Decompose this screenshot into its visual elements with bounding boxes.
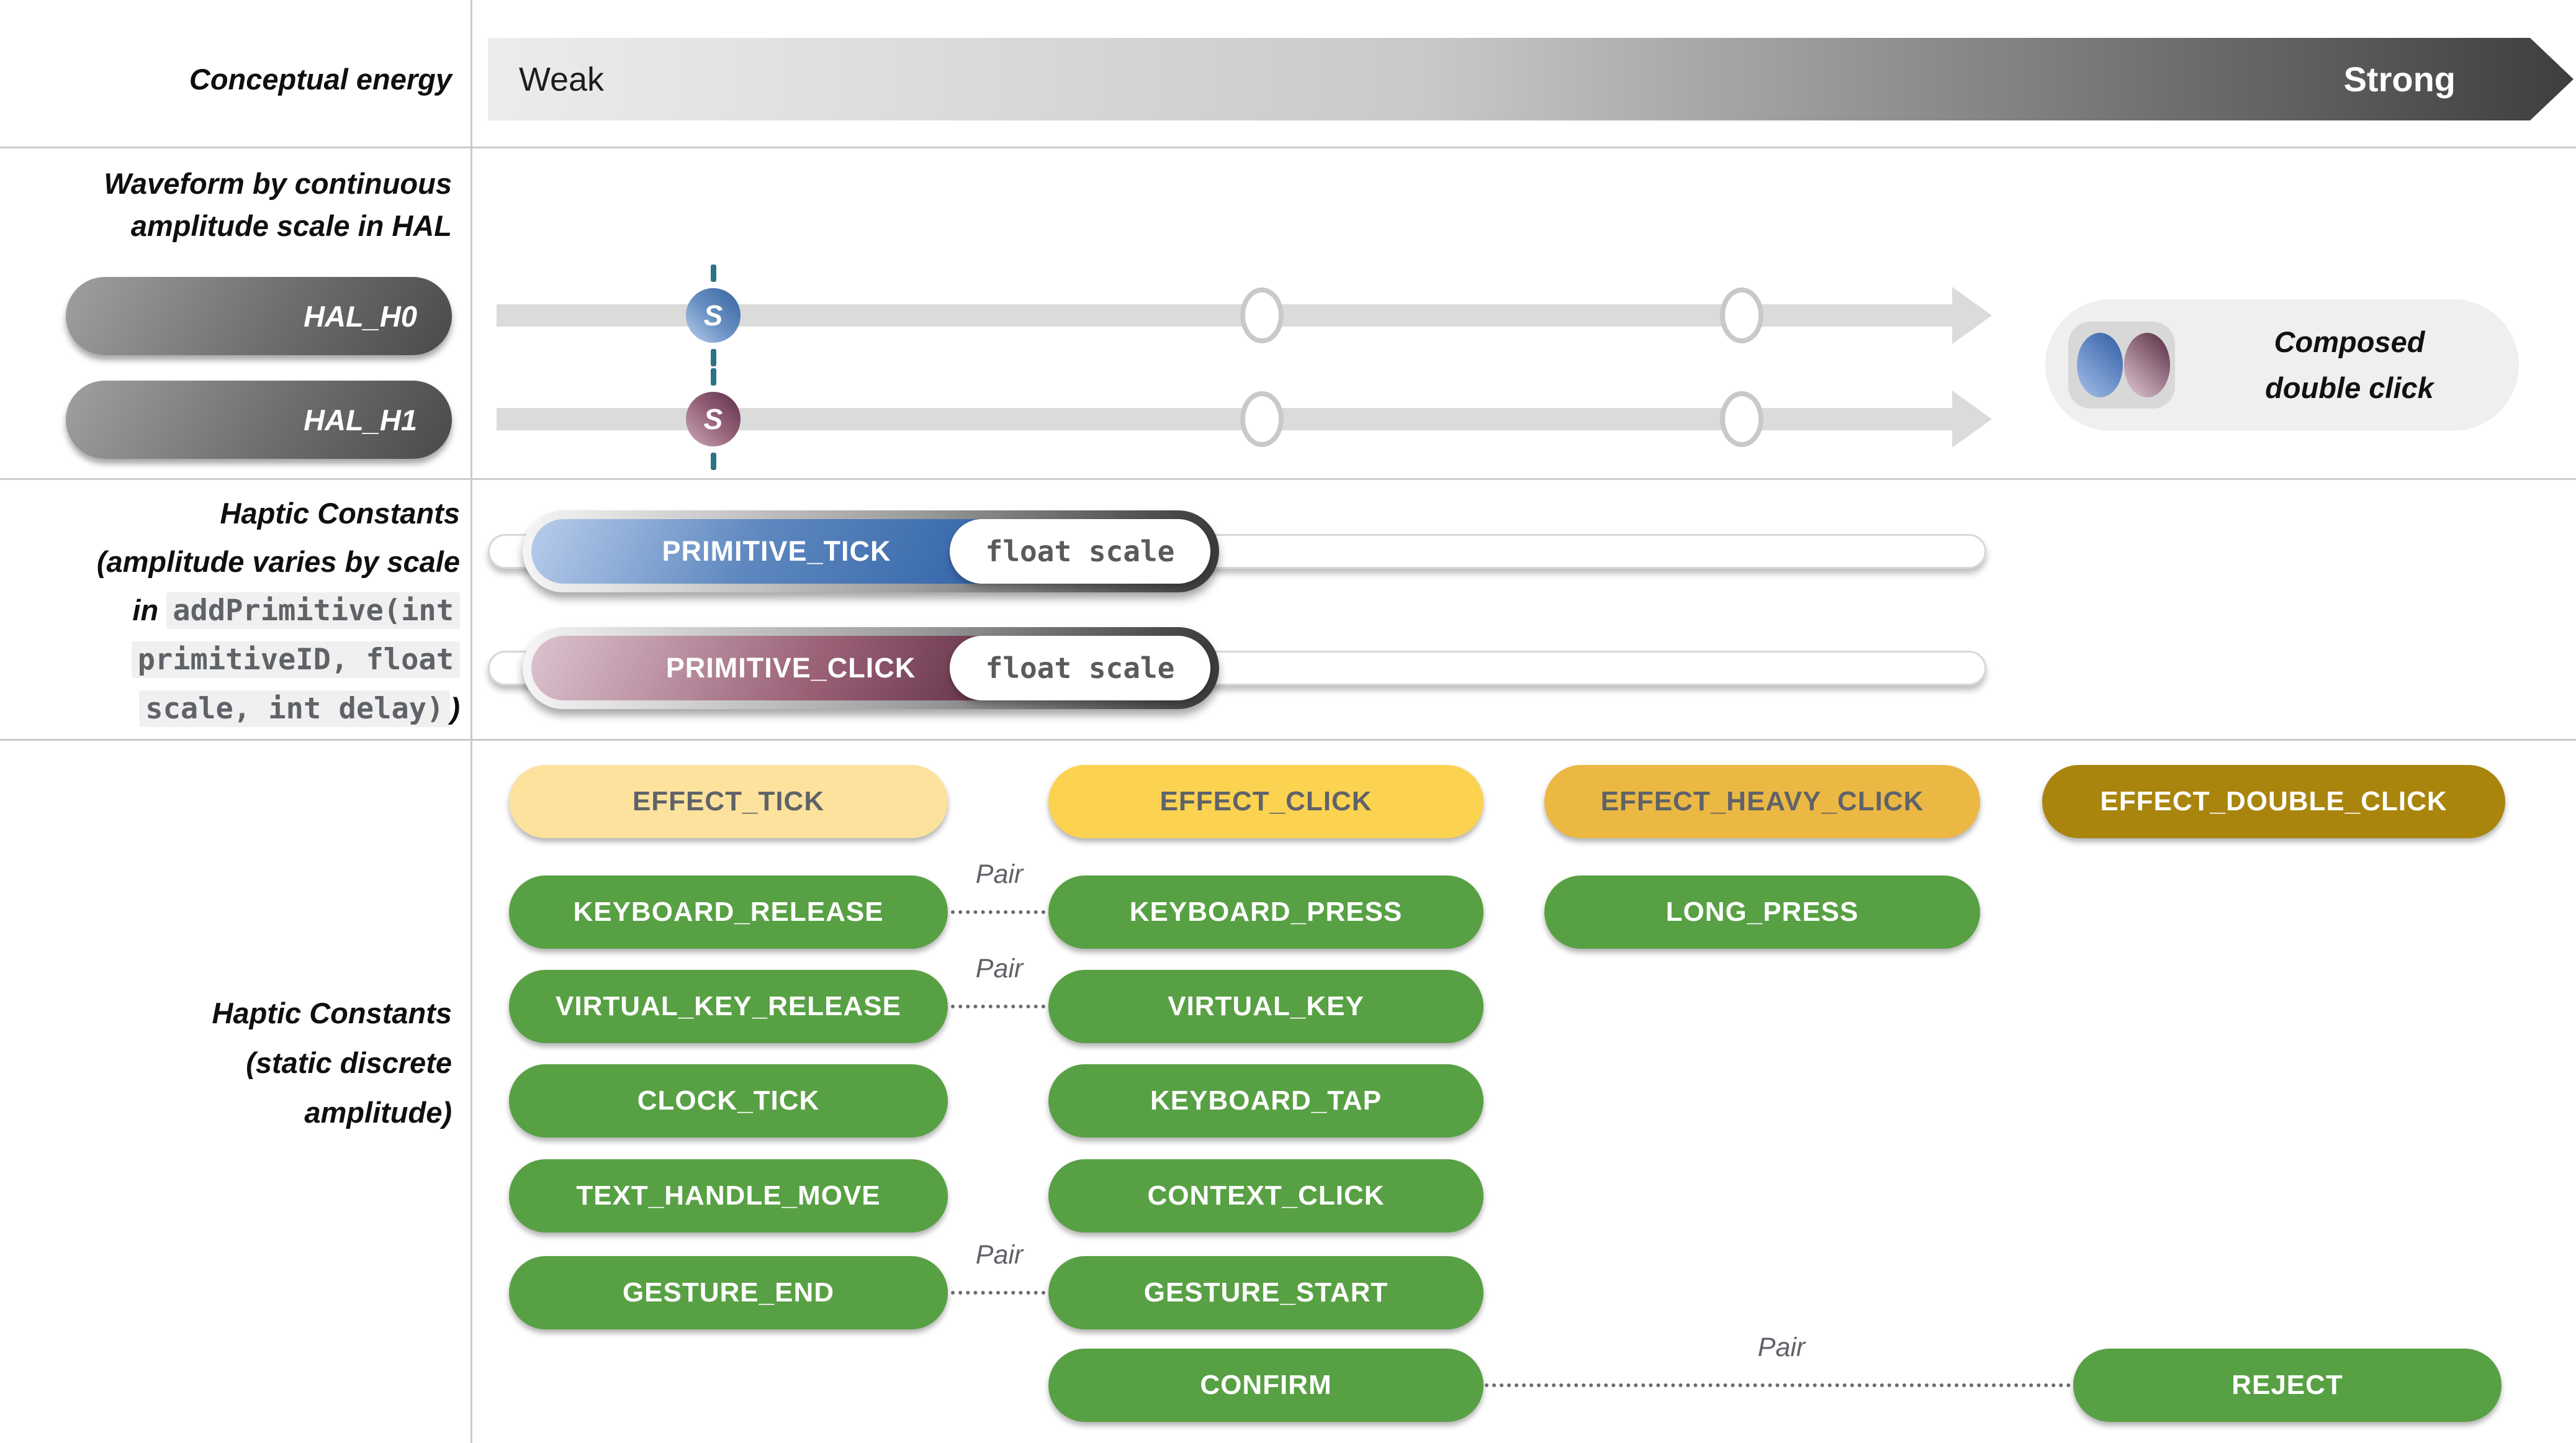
- composed-double-click-label: Composed double click: [2194, 299, 2505, 431]
- primitives-closing-paren: ): [450, 692, 460, 725]
- hal-h0-node-1: [1240, 287, 1284, 343]
- section-divider-1: [0, 147, 2576, 148]
- section-divider-2: [0, 478, 2576, 480]
- primitives-label-line5: scale, int delay)): [0, 684, 460, 733]
- hal-h1-node-1: [1240, 391, 1284, 447]
- hal-h1-pill: HAL_H1: [66, 381, 452, 459]
- conceptual-energy-label: Conceptual energy: [189, 63, 452, 96]
- constant-confirm: CONFIRM: [1048, 1349, 1484, 1422]
- pair-dots-confirm-reject: [1485, 1383, 2071, 1387]
- constant-keyboard-press: KEYBOARD_PRESS: [1048, 875, 1484, 949]
- hal-h1-scale-handle: S: [686, 392, 741, 446]
- composed-label-line2: double click: [2265, 371, 2434, 404]
- constant-virtual-key: VIRTUAL_KEY: [1048, 970, 1484, 1043]
- column-divider: [471, 0, 472, 1443]
- hal-h1-dash-top: [711, 368, 716, 386]
- hal-h0-pill: HAL_H0: [66, 277, 452, 355]
- constant-context-click: CONTEXT_CLICK: [1048, 1159, 1484, 1233]
- constant-gesture-end: GESTURE_END: [509, 1256, 948, 1329]
- energy-gradient-arrow: Weak Strong: [488, 38, 2574, 120]
- constant-keyboard-release: KEYBOARD_RELEASE: [509, 875, 948, 949]
- pair-dots-virtual-key: [951, 1005, 1045, 1008]
- primitives-label-line4: primitiveID, float: [0, 635, 460, 684]
- constant-keyboard-tap: KEYBOARD_TAP: [1048, 1064, 1484, 1138]
- weak-label: Weak: [519, 60, 605, 98]
- primitives-label-line2: (amplitude varies by scale: [96, 545, 460, 578]
- section-divider-3: [0, 739, 2576, 741]
- pair-dots-gesture: [951, 1291, 1045, 1295]
- composed-plum-dot: [2124, 333, 2170, 397]
- discrete-label-line1: Haptic Constants: [212, 997, 453, 1029]
- constant-reject: REJECT: [2073, 1349, 2502, 1422]
- strong-label: Strong: [2343, 60, 2456, 99]
- constant-effect-tick: EFFECT_TICK: [509, 765, 948, 838]
- primitives-code-line3: scale, int delay): [139, 690, 451, 727]
- primitives-code-line1: addPrimitive(int: [166, 592, 460, 629]
- constant-gesture-start: GESTURE_START: [1048, 1256, 1484, 1329]
- hal-h0-arrowhead: [1952, 287, 1992, 344]
- pair-label-keyboard: Pair: [975, 859, 1024, 889]
- constant-virtual-key-release: VIRTUAL_KEY_RELEASE: [509, 970, 948, 1043]
- hal-h0-scale-handle: S: [686, 288, 741, 343]
- hal-h0-dash-top: [711, 265, 716, 282]
- hal-h0-dash-bottom: [711, 349, 716, 366]
- pair-label-virtual-key: Pair: [975, 954, 1024, 984]
- hal-h1-dash-bottom: [711, 453, 716, 470]
- constant-effect-heavy-click: EFFECT_HEAVY_CLICK: [1544, 765, 1980, 838]
- primitives-label-line3: in addPrimitive(int: [0, 586, 460, 635]
- hal-h1-arrowhead: [1952, 391, 1992, 448]
- waveform-label-line2: amplitude scale in HAL: [130, 209, 452, 242]
- constant-effect-click: EFFECT_CLICK: [1048, 765, 1484, 838]
- composed-blue-dot: [2077, 333, 2123, 397]
- waveform-label-line1: Waveform by continuous: [104, 167, 452, 200]
- primitive-click-param: float scale: [950, 636, 1210, 700]
- composed-dots-box: [2068, 322, 2175, 409]
- discrete-label-line2: (static discrete: [246, 1046, 452, 1079]
- hal-h0-node-2: [1720, 287, 1763, 343]
- pair-label-confirm-reject: Pair: [1757, 1332, 1806, 1362]
- constant-effect-double-click: EFFECT_DOUBLE_CLICK: [2042, 765, 2505, 838]
- primitives-section-label: Haptic Constants (amplitude varies by sc…: [0, 489, 460, 733]
- constant-long-press: LONG_PRESS: [1544, 875, 1980, 949]
- primitive-tick-pill: PRIMITIVE_TICK: [531, 519, 1022, 584]
- constant-clock-tick: CLOCK_TICK: [509, 1064, 948, 1138]
- primitives-code-line2: primitiveID, float: [131, 641, 460, 678]
- constant-text-handle-move: TEXT_HANDLE_MOVE: [509, 1159, 948, 1233]
- primitive-tick-handle: PRIMITIVE_TICK float scale: [523, 510, 1219, 592]
- hal-h1-node-2: [1720, 391, 1763, 447]
- primitives-label-line1: Haptic Constants: [220, 497, 461, 530]
- discrete-label-line3: amplitude): [304, 1096, 452, 1129]
- primitive-click-handle: PRIMITIVE_CLICK float scale: [523, 627, 1219, 709]
- primitives-inline-prefix: in: [132, 594, 159, 627]
- pair-label-gesture: Pair: [975, 1240, 1024, 1270]
- composed-double-click-capsule: Composed double click: [2045, 299, 2519, 431]
- primitive-tick-param: float scale: [950, 519, 1210, 584]
- discrete-section-label: Haptic Constants (static discrete amplit…: [0, 988, 453, 1138]
- waveform-section-label: Waveform by continuous amplitude scale i…: [0, 163, 452, 247]
- pair-dots-keyboard: [951, 910, 1045, 914]
- composed-label-line1: Composed: [2274, 325, 2425, 358]
